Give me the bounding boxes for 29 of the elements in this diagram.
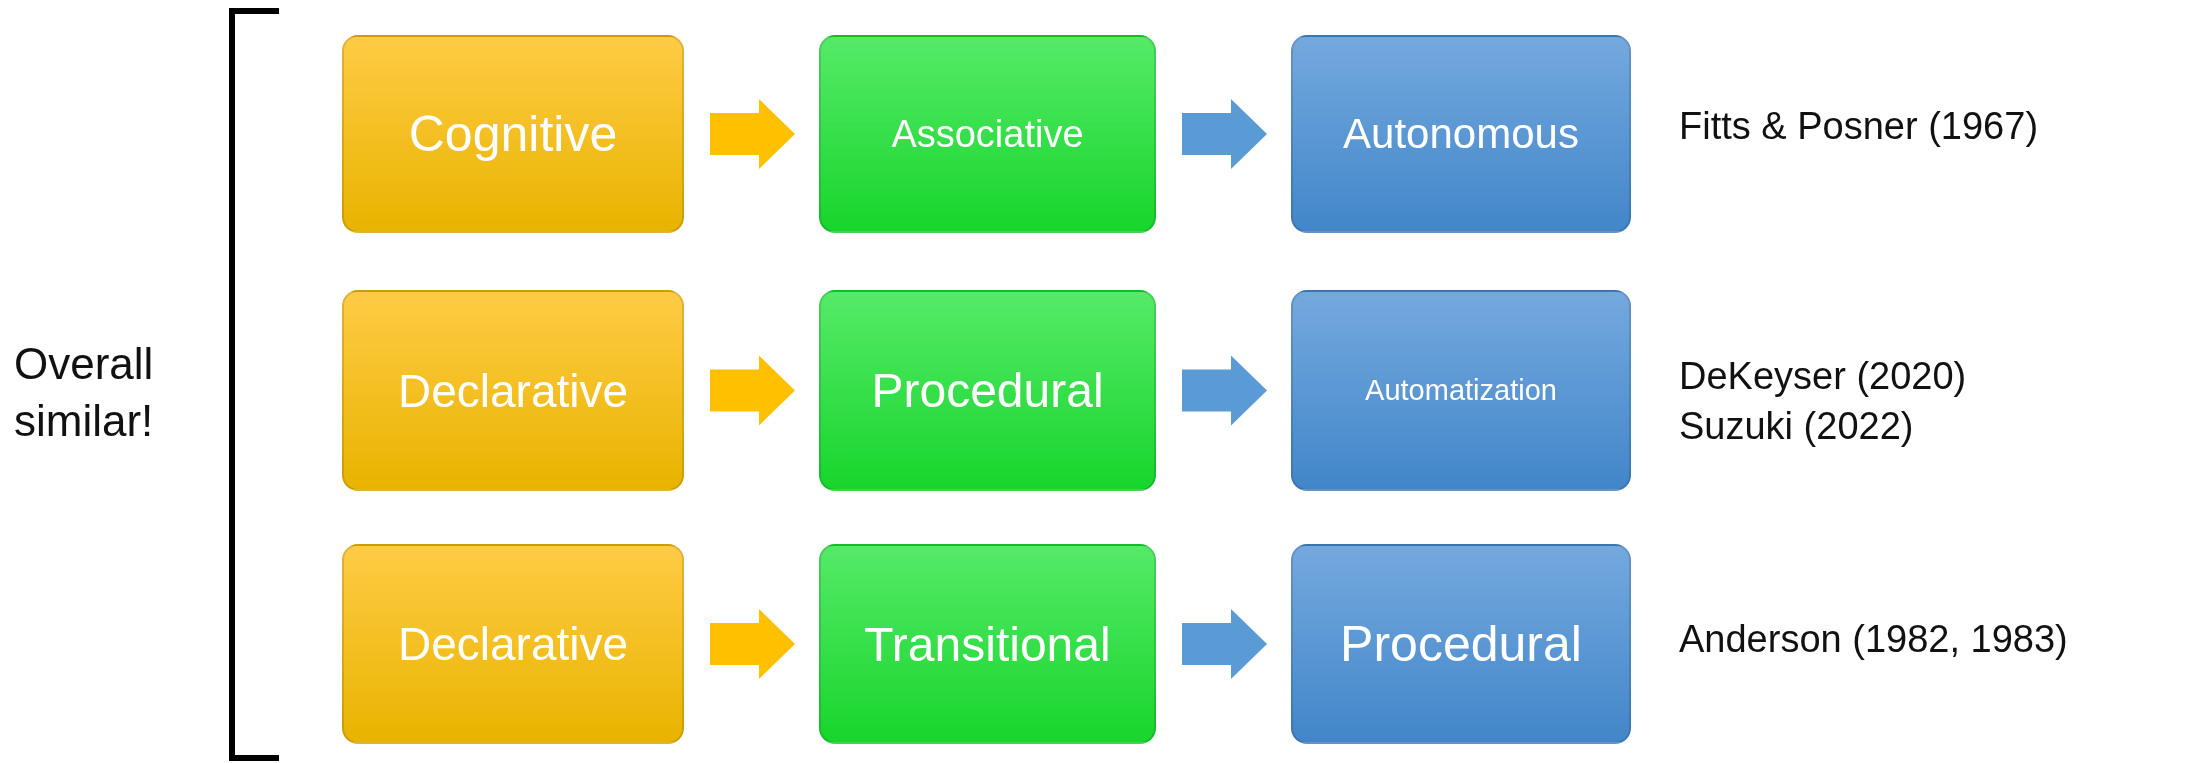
stage-label: Automatization: [1365, 374, 1557, 407]
citation: Suzuki (2022): [1679, 405, 1914, 448]
block-arrow: [710, 355, 795, 426]
stage-box: [819, 35, 1156, 233]
citation: Fitts & Posner (1967): [1679, 105, 2039, 148]
stage-label: Associative: [891, 112, 1084, 156]
citation: Anderson (1982, 1983): [1679, 618, 2068, 661]
stage-box: [819, 544, 1156, 744]
block-arrow: [1182, 609, 1267, 679]
stage-label: Autonomous: [1343, 110, 1579, 158]
block-arrow: [1182, 99, 1267, 169]
stage-label: Declarative: [397, 617, 629, 671]
stage-label: Transitional: [864, 616, 1111, 672]
stage-box: [342, 35, 684, 233]
block-arrow: [710, 99, 795, 169]
stage-label: Procedural: [1340, 615, 1582, 673]
stage-box: [1291, 35, 1631, 233]
citation: DeKeyser (2020): [1679, 355, 1967, 398]
stage-label: Declarative: [397, 363, 629, 418]
stage-label: Procedural: [871, 363, 1104, 418]
stage-box: [1291, 290, 1631, 491]
stage-box: [819, 290, 1156, 491]
block-arrow: [710, 609, 795, 679]
stage-box: [342, 544, 684, 744]
stage-box: [1291, 544, 1631, 744]
stage-box: [342, 290, 684, 491]
stage-label: Cognitive: [408, 105, 618, 163]
block-arrow: [1182, 355, 1267, 426]
note-text: Overall similar!: [14, 338, 155, 448]
